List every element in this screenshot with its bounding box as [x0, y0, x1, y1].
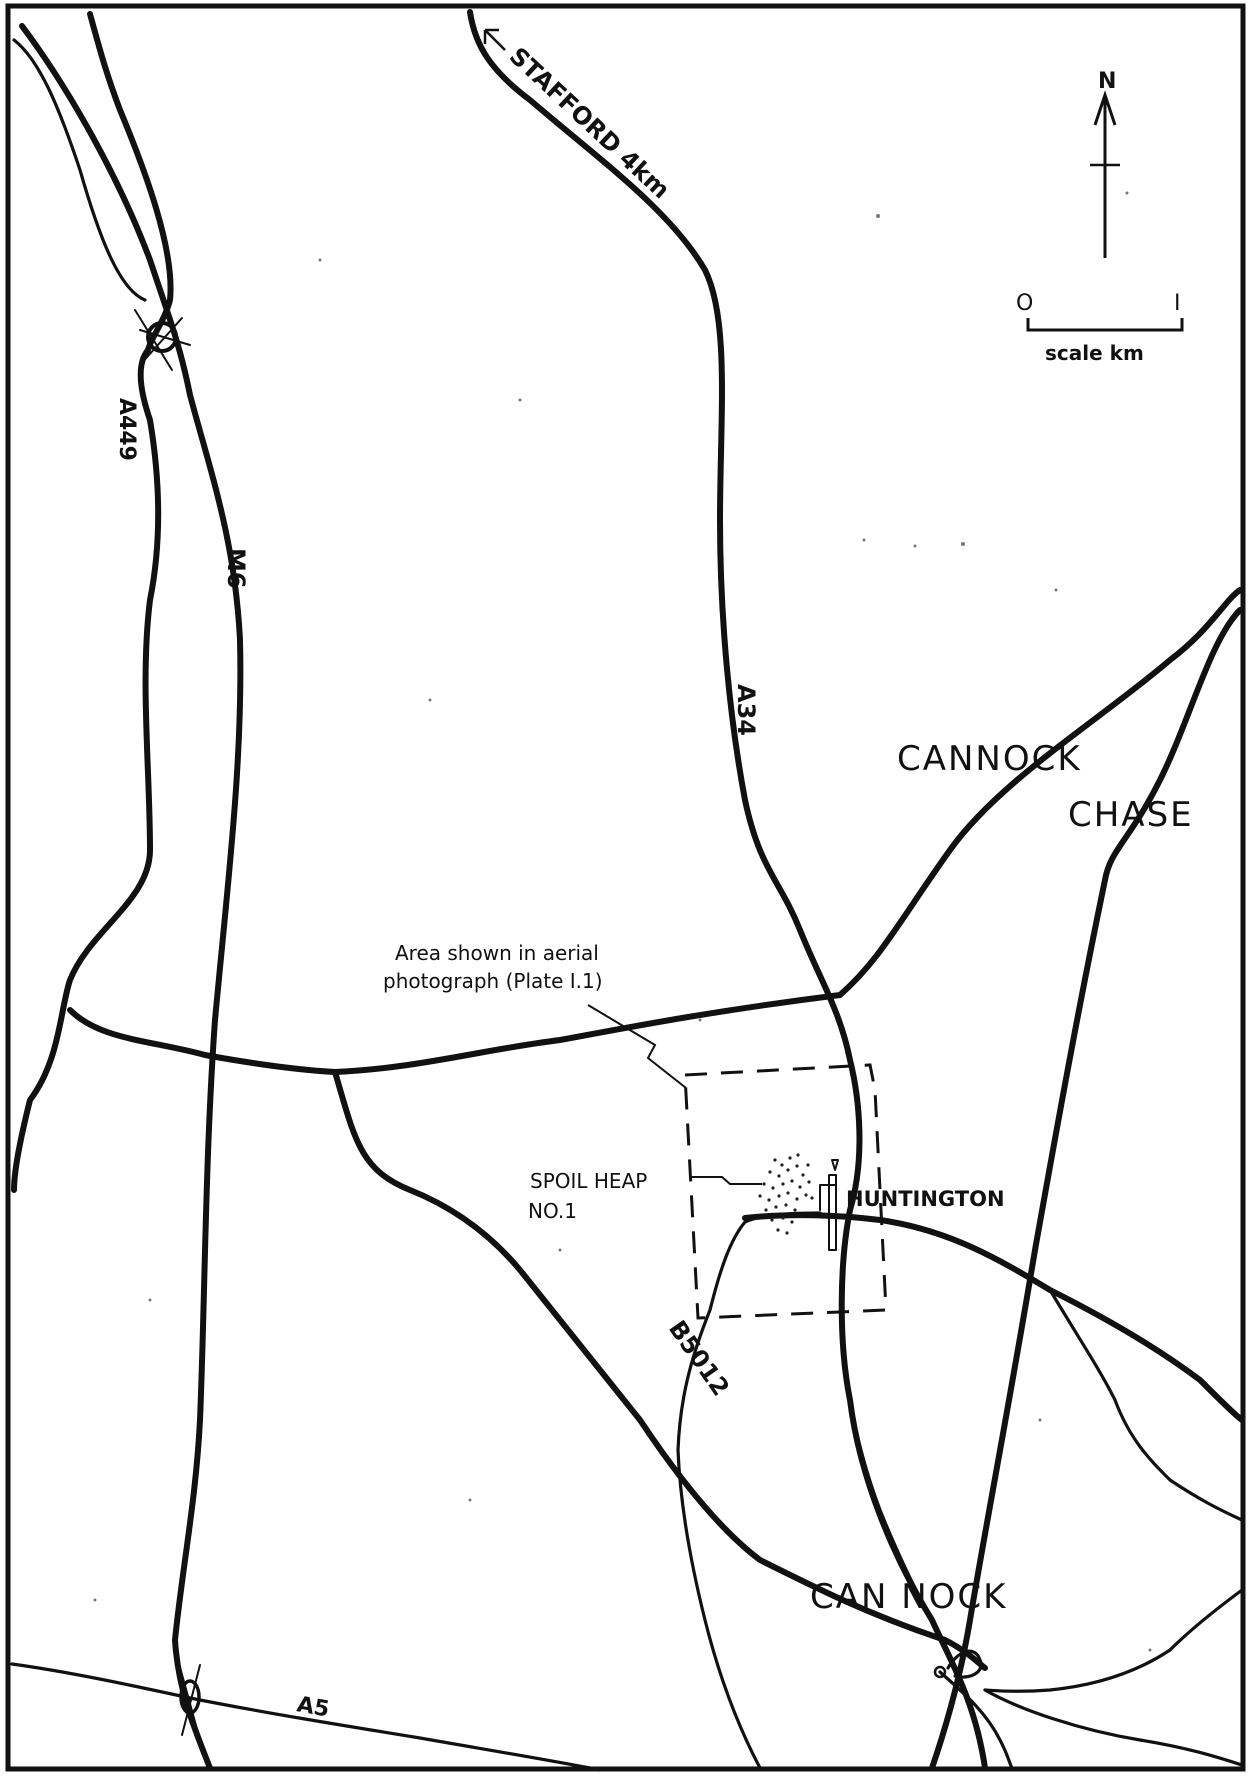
southeast-corner-road — [983, 1688, 1244, 1767]
a5-road — [10, 1662, 602, 1772]
north-arrow: N — [1090, 69, 1120, 258]
stafford-label: STAFFORD 4km — [504, 42, 675, 204]
cannock-chase-label-line1: CANNOCK — [897, 739, 1082, 779]
m6-road — [19, 23, 244, 1771]
junction-north — [146, 321, 178, 353]
junction-north-slip — [134, 309, 191, 371]
cannock-town-label: CAN NOCK — [810, 1577, 1007, 1617]
map-frame — [5, 3, 1246, 1772]
aerial-annotation-line2: photograph (Plate I.1) — [383, 969, 603, 993]
chase-road — [929, 607, 1243, 1771]
junction-south-slip — [177, 1659, 201, 1741]
b5012-label: B5012 — [663, 1315, 735, 1401]
cannock-south-road — [938, 1670, 1014, 1770]
scale-bar: O I scale km — [1016, 291, 1184, 365]
background-speckles — [93, 191, 1152, 1652]
stafford-direction: STAFFORD 4km — [483, 28, 675, 204]
huntington-southwest-road — [676, 1211, 822, 1770]
spoil-heap-label-line1: SPOIL HEAP — [530, 1169, 647, 1193]
cannock-loop — [946, 1649, 983, 1679]
spoil-heap-stipple — [758, 1153, 814, 1235]
b5012-road — [332, 1069, 988, 1671]
spoil-heap-label-line2: NO.1 — [528, 1199, 577, 1223]
spoil-heap-leader — [690, 1176, 762, 1185]
east-west-road — [67, 587, 1243, 1075]
m6-label: M6 — [222, 548, 250, 589]
southeast-road — [1048, 1288, 1244, 1522]
a34-road — [467, 9, 988, 1771]
east-road-lower — [983, 1588, 1244, 1693]
a449-road — [11, 11, 174, 1193]
huntington-east-road — [742, 1212, 1245, 1423]
aerial-annotation-line1: Area shown in aerial — [395, 941, 599, 965]
huntington-label: HUNTINGTON — [846, 1187, 1005, 1211]
huntington-village-loop — [819, 1159, 839, 1251]
a34-label: A34 — [732, 684, 760, 736]
scale-label: scale km — [1045, 341, 1144, 365]
aerial-leader — [587, 1004, 687, 1089]
cannock-chase-label-line2: CHASE — [1068, 795, 1194, 835]
aerial-photograph-area — [683, 1063, 888, 1320]
scale-one: I — [1174, 291, 1181, 316]
a5-label: A5 — [295, 1692, 331, 1722]
north-label: N — [1098, 69, 1116, 94]
cannock-northwest-road — [848, 1398, 944, 1642]
a449-link-road — [12, 38, 147, 302]
a449-label: A449 — [114, 398, 139, 461]
scale-zero: O — [1016, 291, 1033, 316]
